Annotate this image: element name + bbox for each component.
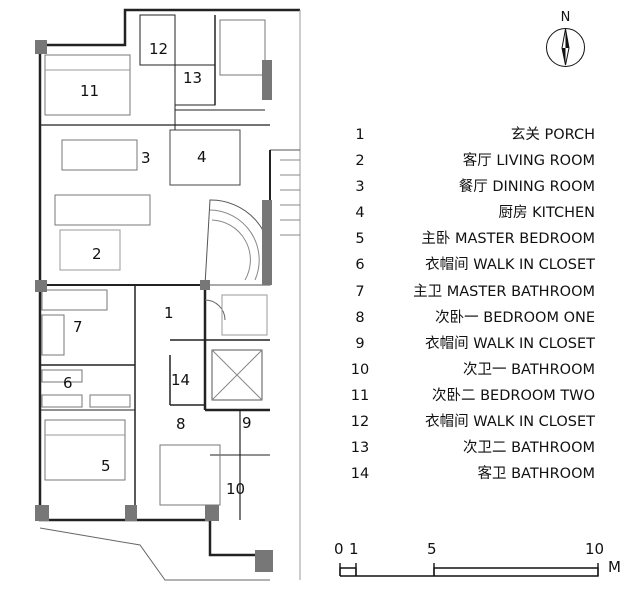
legend-number: 2 [355, 153, 365, 170]
compass-icon [546, 28, 585, 67]
legend-label: 次卧一 BEDROOM ONE [435, 309, 595, 326]
legend-number: 11 [350, 387, 370, 404]
scale-tick-10: 10 [585, 540, 605, 558]
scale-tick-5: 5 [427, 540, 437, 558]
room-legend: 1 玄关 PORCH 2 客厅 LIVING ROOM 3 餐厅 DINING ROO… [340, 122, 595, 487]
legend-label: 次卫二 BATHROOM [462, 440, 595, 457]
room-number-7: 7 [73, 318, 83, 336]
outer-wall-north [40, 8, 300, 47]
legend-label: 客卫 BATHROOM [477, 466, 595, 483]
room-number-2: 2 [92, 245, 102, 263]
legend-label: 次卫一 BATHROOM [462, 361, 595, 378]
legend-number: 10 [350, 361, 370, 378]
legend-row: 13 次卫二 BATHROOM [340, 435, 595, 461]
outer-wall-west [38, 45, 270, 557]
legend-number: 1 [355, 127, 365, 143]
legend-number: 5 [355, 231, 365, 248]
legend-row: 1 玄关 PORCH [340, 122, 595, 148]
room-number-9: 9 [242, 414, 252, 432]
legend-label: 主卧 MASTER BEDROOM [421, 231, 595, 248]
legend-label: 次卧二 BEDROOM TWO [431, 387, 595, 404]
floor-plan: 1 2 3 4 5 6 7 8 9 10 11 12 13 14 [35, 8, 301, 581]
legend-row: 9 衣帽间 WALK IN CLOSET [340, 331, 595, 357]
scale-unit: M [608, 558, 621, 576]
legend-row: 3 餐厅 DINING ROOM [340, 174, 595, 200]
legend-number: 9 [355, 335, 365, 352]
legend-row: 4 厨房 KITCHEN [340, 200, 595, 226]
balcony-edge [39, 527, 270, 581]
legend-number: 8 [355, 309, 365, 326]
legend-label: 厨房 KITCHEN [498, 205, 595, 222]
room-number-6: 6 [63, 374, 73, 392]
room-number-1: 1 [164, 304, 174, 322]
legend-number: 6 [355, 257, 365, 274]
legend-label: 客厅 LIVING ROOM [462, 153, 595, 170]
spiral-stair [204, 199, 272, 286]
scale-bar: 0 1 5 10 M [330, 538, 630, 583]
legend-number: 4 [355, 205, 365, 222]
room-number-11: 11 [80, 82, 99, 100]
legend-row: 5 主卧 MASTER BEDROOM [340, 226, 595, 252]
legend-label: 餐厅 DINING ROOM [458, 179, 595, 196]
legend-row: 11 次卧二 BEDROOM TWO [340, 383, 595, 409]
legend-label: 主卫 MASTER BATHROOM [413, 283, 595, 300]
room-number-12: 12 [149, 40, 168, 58]
room-number-3: 3 [141, 149, 151, 167]
legend-row: 2 客厅 LIVING ROOM [340, 148, 595, 174]
compass-north-label: N [560, 10, 571, 25]
legend-number: 14 [350, 466, 370, 483]
scale-tick-1: 1 [349, 540, 359, 558]
legend-row: 14 客卫 BATHROOM [340, 461, 595, 487]
room-number-5: 5 [101, 457, 111, 475]
legend-number: 12 [350, 414, 370, 431]
legend-row: 10 次卫一 BATHROOM [340, 357, 595, 383]
room-number-8: 8 [176, 415, 186, 433]
legend-row: 8 次卧一 BEDROOM ONE [340, 305, 595, 331]
legend-row: 12 衣帽间 WALK IN CLOSET [340, 409, 595, 435]
room-number-4: 4 [197, 148, 207, 166]
room-number-10: 10 [226, 480, 245, 498]
room-number-14: 14 [171, 371, 190, 389]
legend-number: 13 [350, 440, 370, 457]
compass: N [543, 10, 588, 70]
legend-label: 衣帽间 WALK IN CLOSET [425, 335, 595, 352]
scale-tick-0: 0 [334, 540, 344, 558]
legend-row: 7 主卫 MASTER BATHROOM [340, 279, 595, 305]
legend-row: 6 衣帽间 WALK IN CLOSET [340, 252, 595, 278]
scale-bar-graphic [339, 563, 599, 577]
legend-number: 7 [355, 283, 365, 300]
legend-label: 玄关 PORCH [510, 127, 595, 143]
legend-label: 衣帽间 WALK IN CLOSET [425, 257, 595, 274]
room-number-13: 13 [183, 69, 202, 87]
legend-label: 衣帽间 WALK IN CLOSET [425, 414, 595, 431]
legend-number: 3 [355, 179, 365, 196]
